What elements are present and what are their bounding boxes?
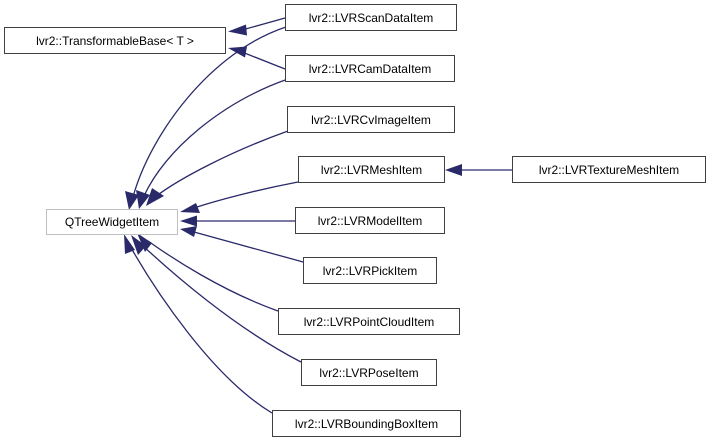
edge-poseitem-to-qtreewidgetitem <box>131 235 302 363</box>
node-boundingboxitem[interactable]: lvr2::LVRBoundingBoxItem <box>272 410 461 437</box>
node-label: lvr2::LVRPoseItem <box>319 365 419 380</box>
node-label: lvr2::LVRModelItem <box>317 213 423 228</box>
node-camdataitem[interactable]: lvr2::LVRCamDataItem <box>285 55 455 82</box>
node-label: lvr2::LVRBoundingBoxItem <box>294 416 439 431</box>
edge-modelitem-to-qtreewidgetitem <box>180 215 295 227</box>
node-pointclouditem[interactable]: lvr2::LVRPointCloudItem <box>278 308 460 335</box>
node-texturemeshitem[interactable]: lvr2::LVRTextureMeshItem <box>512 156 706 183</box>
edge-boundingboxitem-to-qtreewidgetitem <box>124 234 273 414</box>
node-poseitem[interactable]: lvr2::LVRPoseItem <box>301 359 437 386</box>
edge-camdataitem-to-transformablebase <box>228 46 286 70</box>
edge-meshitem-to-qtreewidgetitem <box>180 181 299 213</box>
edge-texturemeshitem-to-meshitem <box>445 164 512 176</box>
node-label: lvr2::LVRCamDataItem <box>308 61 432 76</box>
node-meshitem[interactable]: lvr2::LVRMeshItem <box>298 156 445 183</box>
node-label: lvr2::TransformableBase< T > <box>36 33 194 48</box>
edge-cvimageitem-to-qtreewidgetitem <box>146 130 289 206</box>
node-modelitem[interactable]: lvr2::LVRModelItem <box>295 207 445 234</box>
node-label: lvr2::LVRScanDataItem <box>308 10 434 25</box>
node-label: lvr2::LVRMeshItem <box>320 162 423 177</box>
node-label: lvr2::LVRCvImageItem <box>311 112 431 127</box>
node-label: lvr2::LVRPointCloudItem <box>303 314 435 329</box>
node-transformablebase[interactable]: lvr2::TransformableBase< T > <box>4 27 226 54</box>
node-scandataitem[interactable]: lvr2::LVRScanDataItem <box>285 4 457 31</box>
edge-pickitem-to-qtreewidgetitem <box>180 226 304 263</box>
edge-pointclouditem-to-qtreewidgetitem <box>137 233 279 312</box>
node-label: lvr2::LVRTextureMeshItem <box>538 162 680 177</box>
edge-scandataitem-to-qtreewidgetitem <box>125 26 287 210</box>
node-label: QTreeWidgetItem <box>64 215 160 229</box>
edge-scandataitem-to-transformablebase <box>228 17 286 36</box>
node-pickitem[interactable]: lvr2::LVRPickItem <box>303 257 437 284</box>
node-label: lvr2::LVRPickItem <box>322 263 418 278</box>
node-cvimageitem[interactable]: lvr2::LVRCvImageItem <box>287 106 455 133</box>
edge-camdataitem-to-qtreewidgetitem <box>136 78 289 209</box>
node-qtreewidgetitem[interactable]: QTreeWidgetItem <box>46 209 178 235</box>
